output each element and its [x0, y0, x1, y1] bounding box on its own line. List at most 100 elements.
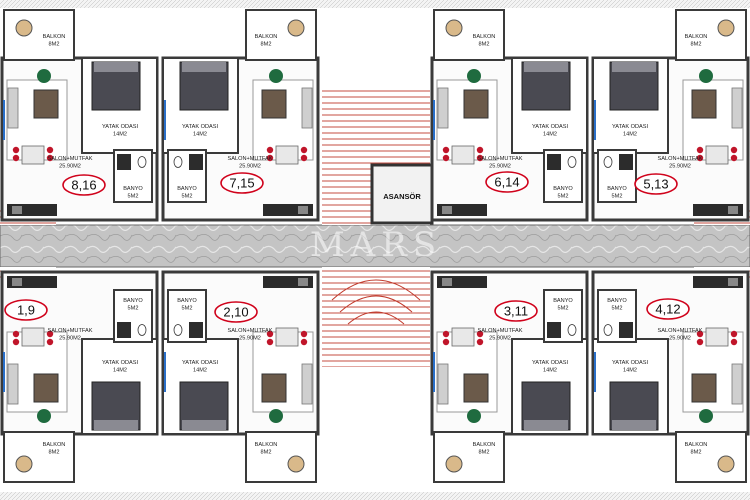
bed-pillows: [524, 62, 568, 72]
armchair: [269, 409, 283, 423]
unit-number-badge: [634, 173, 678, 195]
dining-chair: [696, 146, 704, 154]
rug: [463, 373, 489, 403]
dining-table: [451, 327, 475, 347]
dining-chair: [442, 330, 450, 338]
dining-chair: [266, 146, 274, 154]
armchair: [467, 409, 481, 423]
dining-chair: [46, 154, 54, 162]
dining-chair: [300, 154, 308, 162]
armchair: [269, 69, 283, 83]
rug: [261, 373, 287, 403]
dining-chair: [46, 338, 54, 346]
armchair: [699, 69, 713, 83]
balcony-table: [287, 19, 305, 37]
dining-chair: [46, 330, 54, 338]
dining-chair: [476, 154, 484, 162]
balcony-table: [15, 19, 33, 37]
stairs-bottom: [322, 267, 430, 367]
bed-pillows: [524, 420, 568, 430]
balcony: [675, 431, 747, 483]
elevator-label: ASANSÖR: [383, 192, 421, 201]
stove: [12, 206, 22, 214]
dining-table: [21, 327, 45, 347]
dining-table: [705, 145, 729, 165]
unit-number-badge: [214, 301, 258, 323]
unit-number: 1,9: [17, 302, 35, 317]
unit-number: 2,10: [223, 304, 248, 319]
unit-number: 3,11: [504, 303, 528, 318]
stove: [728, 206, 738, 214]
dining-chair: [300, 146, 308, 154]
bed-pillows: [182, 420, 226, 430]
shower: [547, 154, 561, 170]
dining-chair: [300, 330, 308, 338]
unit-number-badge: [494, 300, 538, 322]
dining-table: [21, 145, 45, 165]
dining-chair: [442, 146, 450, 154]
balcony: [3, 431, 75, 483]
unit-number-badge: [220, 172, 264, 194]
dining-chair: [12, 330, 20, 338]
rug: [691, 89, 717, 119]
stove: [298, 278, 308, 286]
bed-pillows: [612, 420, 656, 430]
sofa: [301, 87, 313, 129]
dining-chair: [730, 154, 738, 162]
dining-chair: [696, 330, 704, 338]
unit-number: 8,16: [71, 177, 96, 192]
dining-chair: [730, 338, 738, 346]
stove: [12, 278, 22, 286]
watermark: MARS: [310, 225, 442, 265]
dining-table: [451, 145, 475, 165]
unit-number: 7,15: [229, 175, 254, 190]
unit-number-badge: [62, 174, 106, 196]
shower: [547, 322, 561, 338]
balcony: [433, 431, 505, 483]
dining-chair: [266, 330, 274, 338]
rug: [261, 89, 287, 119]
sofa: [301, 363, 313, 405]
balcony: [245, 9, 317, 61]
dining-chair: [266, 154, 274, 162]
dining-chair: [266, 338, 274, 346]
toilet: [603, 324, 613, 336]
shower: [117, 322, 131, 338]
balcony: [3, 9, 75, 61]
dining-chair: [12, 154, 20, 162]
balcony-table: [445, 19, 463, 37]
balcony: [433, 9, 505, 61]
shower: [619, 154, 633, 170]
dining-chair: [12, 146, 20, 154]
unit-number: 6,14: [494, 174, 519, 189]
stove: [442, 206, 452, 214]
dining-chair: [12, 338, 20, 346]
balcony-table: [287, 455, 305, 473]
sofa: [731, 363, 743, 405]
toilet: [137, 156, 147, 168]
balcony-table: [717, 19, 735, 37]
balcony-table: [15, 455, 33, 473]
shower: [189, 154, 203, 170]
shower: [619, 322, 633, 338]
sofa: [7, 87, 19, 129]
toilet: [567, 156, 577, 168]
unit-number: 4,12: [655, 301, 680, 316]
